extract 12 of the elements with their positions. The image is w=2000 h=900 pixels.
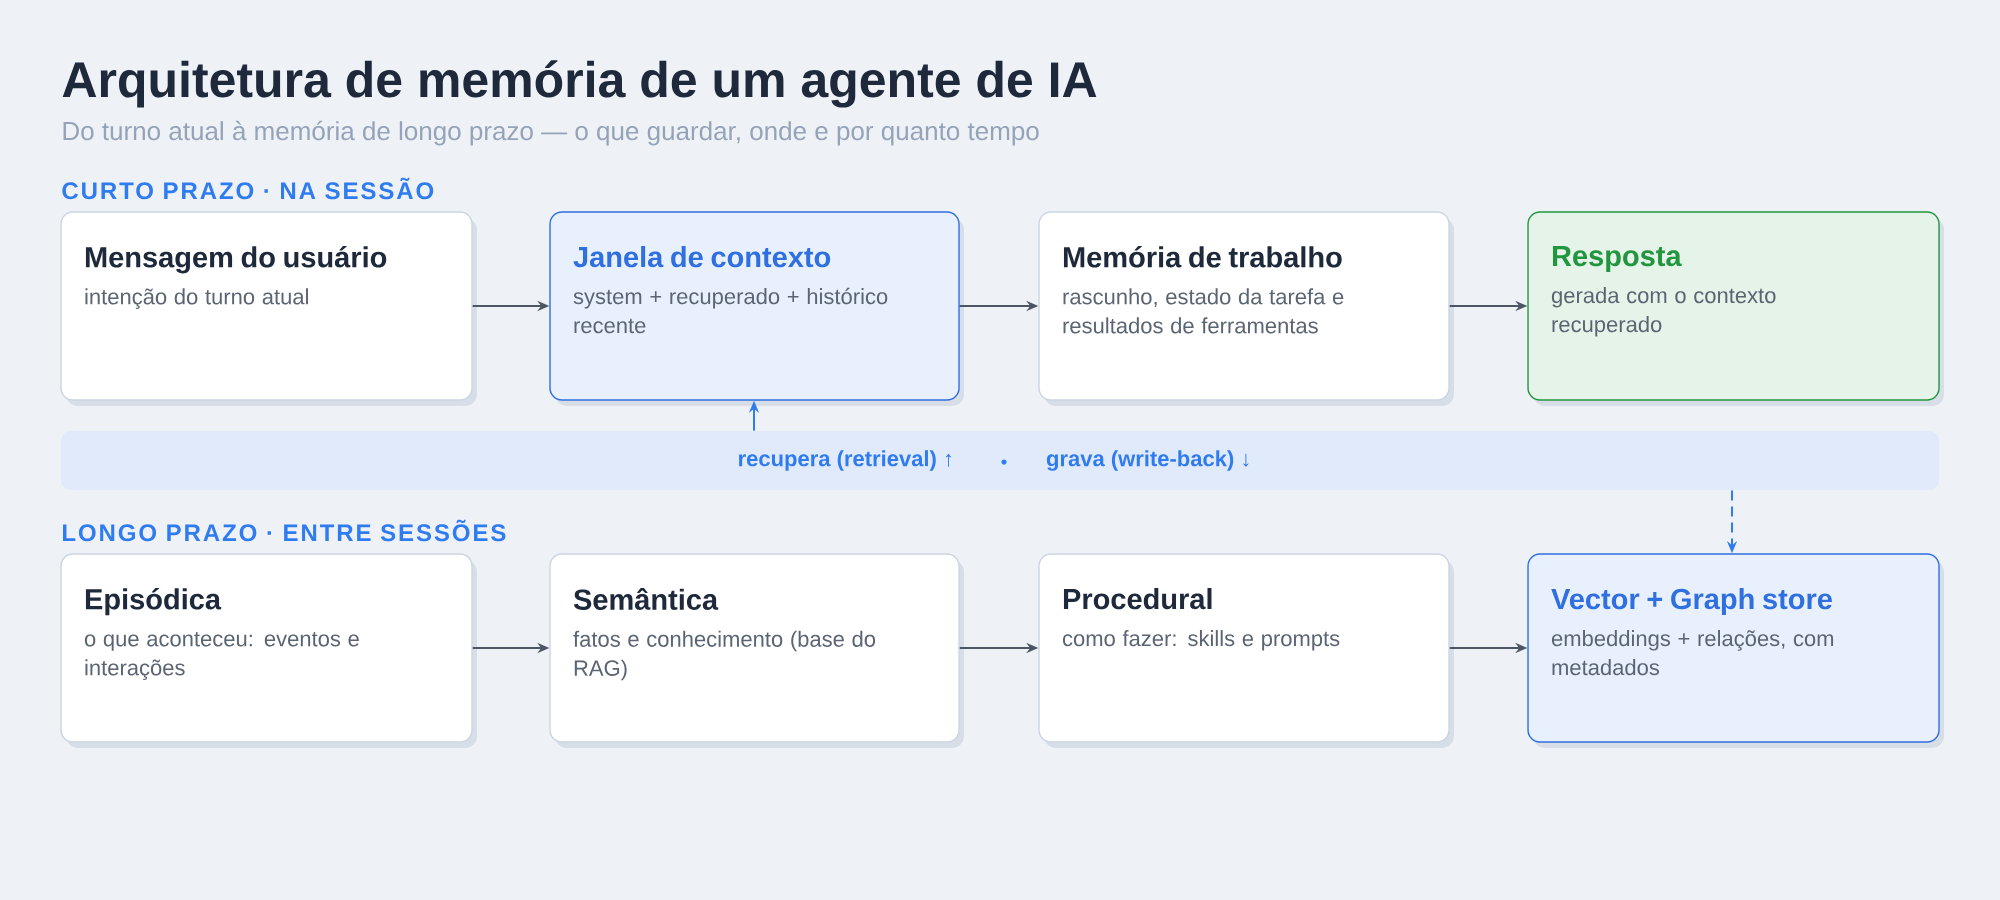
retrieval-band: recupera (retrieval) ↑ grava (write-back) ↓ bbox=[61, 431, 1940, 490]
memory-card: Janela de contexto system + recuperado + histórico recente bbox=[549, 211, 964, 406]
memory-card: Procedural como fazer: skills e prompts bbox=[1038, 553, 1454, 748]
title: Arquitetura de memória de um agente de IA bbox=[62, 60, 1097, 108]
memory-card: Memória de trabalho rascunho, estado da tarefa e resultados de ferramentas bbox=[1038, 211, 1454, 406]
memory-card: Vector + Graph store embeddings + relações, com metadados bbox=[1527, 553, 1945, 748]
memory-card: Semântica fatos e conhecimento (base do RAG) bbox=[549, 553, 964, 748]
section-label: LONGO PRAZO · ENTRE SESSÕES bbox=[63, 519, 506, 542]
memory-card: Mensagem do usuário intenção do turno atual bbox=[60, 211, 477, 406]
memory-card: Resposta gerada com o contexto recuperado bbox=[1527, 211, 1945, 406]
subtitle: Do turno atual à memória de longo prazo — o que guardar, onde e por quanto tempo bbox=[63, 120, 1039, 146]
memory-card: Episódica o que aconteceu: eventos e interações bbox=[60, 553, 477, 748]
